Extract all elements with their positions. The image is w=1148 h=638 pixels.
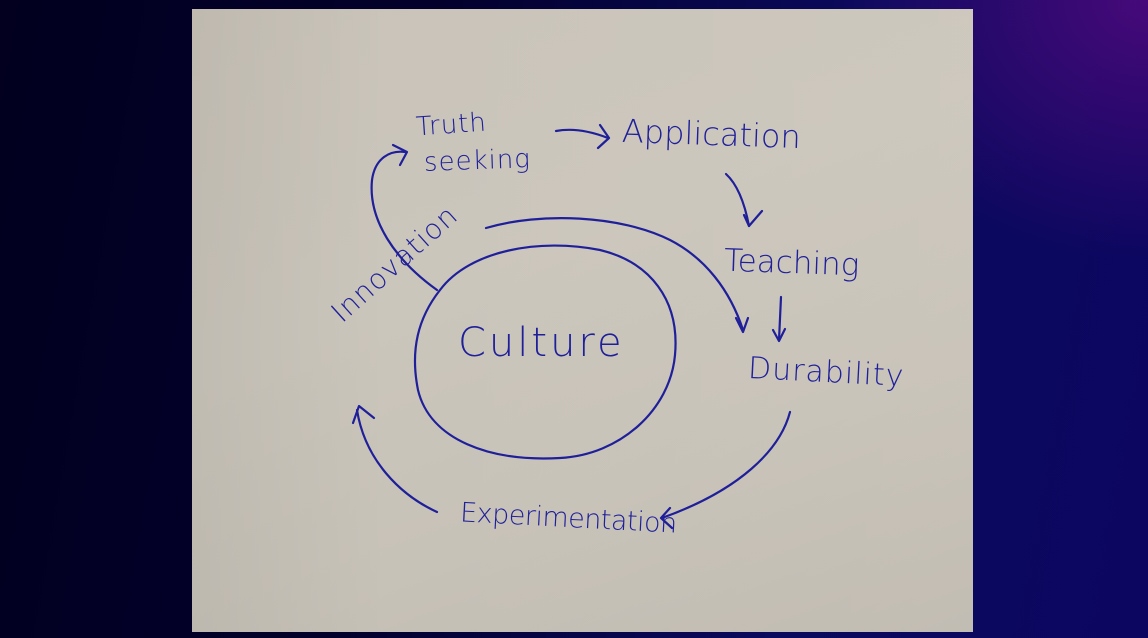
node-teaching: Teaching [723, 242, 860, 284]
arrow-innovation-to-durability [484, 217, 745, 332]
arrow-head-durability-left-icon [734, 316, 750, 334]
node-truth-line2: seeking [423, 144, 532, 178]
arrow-head-durability-top-icon [771, 327, 787, 343]
node-application: Application [621, 111, 802, 157]
arrow-experimentation-to-innovation [355, 408, 439, 514]
arrow-application-to-teaching [724, 172, 751, 228]
arrow-teaching-to-durability [777, 295, 783, 342]
arrow-head-truth-seeking-icon [391, 143, 409, 167]
center-culture: Culture [458, 320, 625, 366]
culture-circle [413, 244, 677, 460]
arrow-innovation-to-truth-seeking [370, 150, 439, 292]
node-durability: Durability [747, 350, 906, 395]
paper-sheet [192, 9, 973, 632]
arrow-head-experimentation-icon [659, 506, 674, 530]
arrow-truth-seeking-to-application [554, 128, 610, 140]
arrow-durability-to-experimentation [660, 410, 792, 520]
node-truth-line1: Truth [415, 107, 488, 143]
arrow-head-application-icon [596, 123, 611, 150]
arrow-head-innovation-icon [351, 404, 376, 425]
arrow-head-teaching-icon [742, 209, 764, 228]
